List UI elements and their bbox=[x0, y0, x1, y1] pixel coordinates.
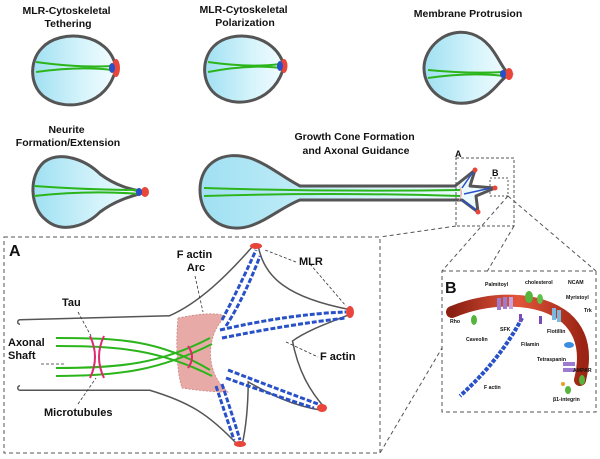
growth-cone-mlr-3 bbox=[475, 209, 481, 215]
stage-polarization: MLR-Cytoskeletal Polarization bbox=[199, 4, 290, 104]
tethering-cell bbox=[31, 34, 118, 107]
callout-letter-a: A bbox=[455, 149, 462, 159]
polarization-actin bbox=[277, 61, 283, 71]
panel-b-trk-label: Trk bbox=[584, 308, 592, 314]
stage-tethering: MLR-Cytoskeletal Tethering bbox=[22, 5, 120, 107]
panel-a-microtubules-label: Microtubules bbox=[44, 407, 112, 419]
stage-protrusion-title: Membrane Protrusion bbox=[414, 8, 523, 20]
growth-cone-mlr-1 bbox=[472, 167, 478, 173]
panel-b-filamin-label: Filamin bbox=[521, 342, 539, 348]
panel-a-tau-3 bbox=[187, 345, 193, 369]
tethering-actin bbox=[109, 63, 115, 73]
panel-a-mlr-tip-2 bbox=[346, 306, 354, 318]
polarization-cell bbox=[203, 34, 286, 104]
panel-b-letter: B bbox=[445, 280, 457, 297]
panel-a: A bbox=[3, 236, 381, 454]
panel-a-factin-arc bbox=[176, 313, 230, 393]
panel-b-ncam-label: NCAM bbox=[568, 280, 584, 286]
stage-neurite-title: Neurite Formation/Extension bbox=[16, 124, 120, 149]
panel-b-ampar-label: AMPAR bbox=[573, 368, 592, 374]
panel-b-membrane-tube bbox=[446, 294, 590, 386]
neurite-mlr-cap bbox=[141, 187, 149, 197]
callout-letter-b: B bbox=[492, 168, 499, 178]
stage-tethering-title: MLR-Cytoskeletal Tethering bbox=[22, 5, 113, 30]
panel-b-factin bbox=[458, 317, 524, 398]
stage-neurite: Neurite Formation/Extension bbox=[16, 124, 149, 229]
neurite-microtubules bbox=[33, 185, 141, 197]
panel-a-actin-bundles bbox=[214, 249, 347, 441]
stage-growth-cone-title: Growth Cone Formation and Axonal Guidanc… bbox=[294, 131, 417, 157]
tethering-mlr-cap bbox=[112, 59, 120, 77]
panel-a-axonal-shaft-label: Axonal Shaft bbox=[8, 337, 48, 362]
growth-cone-arc bbox=[458, 184, 462, 202]
panel-b-proteins bbox=[471, 291, 585, 394]
panel-b-tetraspanin-label: Tetraspanin bbox=[537, 357, 566, 363]
stage-polarization-title: MLR-Cytoskeletal Polarization bbox=[199, 4, 290, 29]
callout-box-b bbox=[489, 177, 509, 197]
panel-a-letter: A bbox=[9, 243, 21, 260]
panel-a-mlr-tip-3 bbox=[317, 404, 327, 412]
growth-cone-cell bbox=[198, 154, 497, 230]
callout-box-a bbox=[455, 157, 515, 227]
panel-a-microtubules bbox=[55, 337, 213, 377]
growth-cone-actin bbox=[461, 171, 492, 211]
panel-b-rho-label: Rho bbox=[450, 319, 460, 325]
panel-b-sfk-label: SFK bbox=[500, 327, 511, 333]
polarization-mlr-cap bbox=[280, 59, 288, 73]
panel-b: B Palmitoyl cholesterol NCAM bbox=[441, 270, 597, 413]
panel-a-mlr-tip-4 bbox=[234, 441, 246, 447]
panel-a-factin-arc-label: F actin Arc bbox=[177, 249, 216, 274]
panel-b-palmitoyl-label: Palmitoyl bbox=[485, 282, 509, 288]
panel-a-mlr-label: MLR bbox=[299, 256, 323, 268]
panel-b-integrin-label: β1-integrin bbox=[553, 397, 580, 403]
panel-a-tau-label: Tau bbox=[62, 297, 81, 309]
growth-cone-mlr-2 bbox=[492, 185, 498, 191]
panel-b-factin-label: F actin bbox=[484, 385, 501, 391]
polarization-microtubules bbox=[207, 61, 281, 73]
panel-a-tau-2 bbox=[98, 335, 105, 379]
tethering-microtubules bbox=[35, 61, 113, 73]
panel-a-tau-1 bbox=[89, 335, 96, 379]
stage-protrusion: Membrane Protrusion bbox=[414, 8, 523, 105]
panel-b-myristoyl-label: Myristoyl bbox=[566, 295, 589, 301]
panel-a-factin-label: F actin bbox=[320, 351, 356, 363]
panel-b-flotillin-label: Flotillin bbox=[547, 329, 565, 335]
stage-growth-cone: Growth Cone Formation and Axonal Guidanc… bbox=[198, 131, 515, 230]
protrusion-microtubules bbox=[427, 69, 505, 79]
panel-a-mlr-tip-1 bbox=[250, 243, 262, 249]
neurite-actin bbox=[136, 188, 142, 196]
protrusion-actin bbox=[500, 70, 506, 78]
protrusion-cell bbox=[422, 30, 515, 105]
callout-connectors bbox=[379, 195, 597, 454]
panel-b-caveolin-label: Caveolin bbox=[466, 337, 488, 343]
protrusion-mlr-cap bbox=[505, 68, 513, 80]
panel-b-cholesterol-label: cholesterol bbox=[525, 280, 553, 286]
panel-a-leaders bbox=[40, 249, 347, 405]
growth-cone-microtubules bbox=[203, 187, 461, 197]
